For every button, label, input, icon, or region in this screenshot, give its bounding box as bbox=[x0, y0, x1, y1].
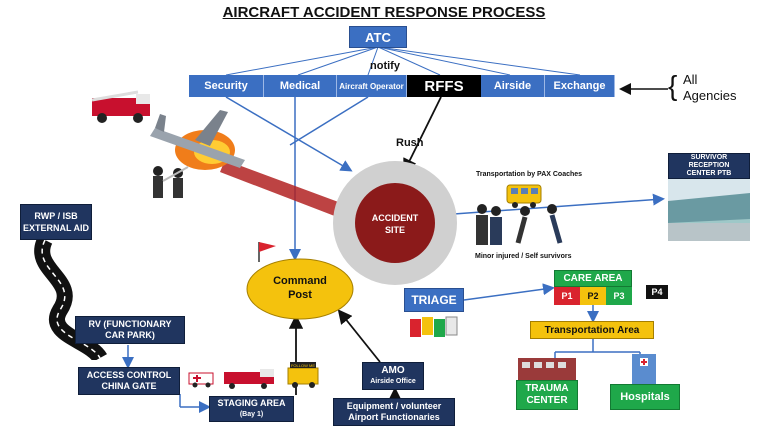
brace-icon: { bbox=[668, 70, 678, 101]
survivor-reception-line1: SURVIVOR bbox=[690, 154, 728, 161]
equipment-line1: Equipment / volunteer bbox=[346, 401, 442, 411]
atc-notify-lines bbox=[225, 46, 581, 76]
priority-strip: P1 P2 P3 bbox=[554, 287, 632, 305]
flag-icon bbox=[258, 242, 276, 262]
trauma-building-icon bbox=[518, 358, 576, 380]
bus-icon bbox=[506, 184, 542, 208]
staging-area-line2: (Bay 1) bbox=[239, 411, 264, 418]
survivor-reception-line3: CENTER PTB bbox=[686, 170, 732, 177]
hospital-building-icon bbox=[632, 354, 656, 384]
command-post-line2: Post bbox=[288, 289, 312, 301]
ambulance-icon bbox=[188, 372, 214, 388]
priority-p2: P2 bbox=[580, 287, 606, 305]
triage-tags-icon bbox=[410, 316, 458, 337]
minor-injured-label: Minor injured / Self survivors bbox=[475, 253, 572, 260]
agency-exchange: Exchange bbox=[545, 75, 615, 97]
fire-engine-icon bbox=[224, 369, 274, 389]
all-agencies-label: All Agencies bbox=[683, 72, 736, 104]
rwp-line1: RWP / ISB bbox=[34, 211, 78, 221]
accident-site-line1: ACCIDENT bbox=[371, 213, 419, 223]
amo-line1: AMO bbox=[381, 365, 405, 376]
command-post-line1: Command bbox=[273, 275, 327, 287]
access-control-line2: CHINA GATE bbox=[101, 381, 157, 391]
access-control-box: ACCESS CONTROL CHINA GATE bbox=[78, 367, 180, 395]
transport-pax-label: Transportation by PAX Coaches bbox=[476, 171, 583, 178]
rv-box: RV (FUNCTIONARY CAR PARK) bbox=[75, 316, 185, 344]
agencies-bar: Security Medical Aircraft Operator RFFS … bbox=[189, 75, 615, 97]
firefighters-icon bbox=[153, 166, 189, 198]
accident-site-line2: SITE bbox=[384, 225, 405, 235]
survivor-reception-box: SURVIVOR RECEPTION CENTER PTB bbox=[668, 153, 750, 179]
follow-me-vehicle-icon: FOLLOW ME bbox=[287, 362, 319, 388]
trauma-center-box: TRAUMA CENTER bbox=[516, 380, 578, 410]
rv-line2: CAR PARK) bbox=[105, 330, 155, 340]
survivors-icon bbox=[476, 204, 563, 245]
agency-rffs: RFFS bbox=[407, 75, 481, 97]
priority-p3: P3 bbox=[606, 287, 632, 305]
survivor-reception-line2: RECEPTION bbox=[688, 162, 730, 169]
amo-line2: Airside Office bbox=[370, 378, 416, 385]
fire-truck-icon bbox=[91, 90, 150, 123]
agency-airside: Airside bbox=[481, 75, 545, 97]
notify-label: notify bbox=[370, 60, 400, 72]
rv-line1: RV (FUNCTIONARY bbox=[88, 319, 172, 329]
staging-area-line1: STAGING AREA bbox=[217, 398, 286, 408]
access-control-line1: ACCESS CONTROL bbox=[86, 370, 172, 380]
care-area-box: CARE AREA bbox=[554, 270, 632, 287]
atc-box: ATC bbox=[349, 26, 407, 48]
agency-security: Security bbox=[189, 75, 264, 97]
command-post-ellipse bbox=[246, 258, 354, 320]
accident-site-circle bbox=[333, 161, 457, 285]
page-title: AIRCRAFT ACCIDENT RESPONSE PROCESS bbox=[222, 4, 546, 21]
hospitals-box: Hospitals bbox=[610, 384, 680, 410]
all-agencies-line2: Agencies bbox=[683, 88, 737, 103]
amo-box: AMO Airside Office bbox=[362, 362, 424, 390]
trauma-center-line2: CENTER bbox=[526, 395, 568, 406]
agency-aircraft-operator: Aircraft Operator bbox=[337, 75, 407, 97]
crashing-plane-icon bbox=[150, 110, 245, 170]
all-agencies-line1: All bbox=[683, 72, 698, 87]
accident-site-label: ACCIDENT SITE bbox=[360, 212, 430, 236]
rush-label: Rush bbox=[396, 137, 424, 149]
equipment-line2: Airport Functionaries bbox=[348, 412, 440, 422]
equipment-box: Equipment / volunteer Airport Functionar… bbox=[333, 398, 455, 426]
follow-me-text: FOLLOW ME bbox=[291, 363, 315, 368]
transportation-area-box: Transportation Area bbox=[530, 321, 654, 339]
rwp-isb-box: RWP / ISB EXTERNAL AID bbox=[20, 204, 92, 240]
priority-p1: P1 bbox=[554, 287, 580, 305]
staging-area-box: STAGING AREA (Bay 1) bbox=[209, 396, 294, 422]
p4-badge: P4 bbox=[646, 285, 668, 299]
rwp-line2: EXTERNAL AID bbox=[22, 223, 89, 233]
agency-medical: Medical bbox=[264, 75, 337, 97]
triage-box: TRIAGE bbox=[404, 288, 464, 312]
terminal-building-image bbox=[668, 179, 750, 241]
trauma-center-line1: TRAUMA bbox=[525, 383, 569, 394]
command-post-label: Command Post bbox=[246, 274, 354, 302]
